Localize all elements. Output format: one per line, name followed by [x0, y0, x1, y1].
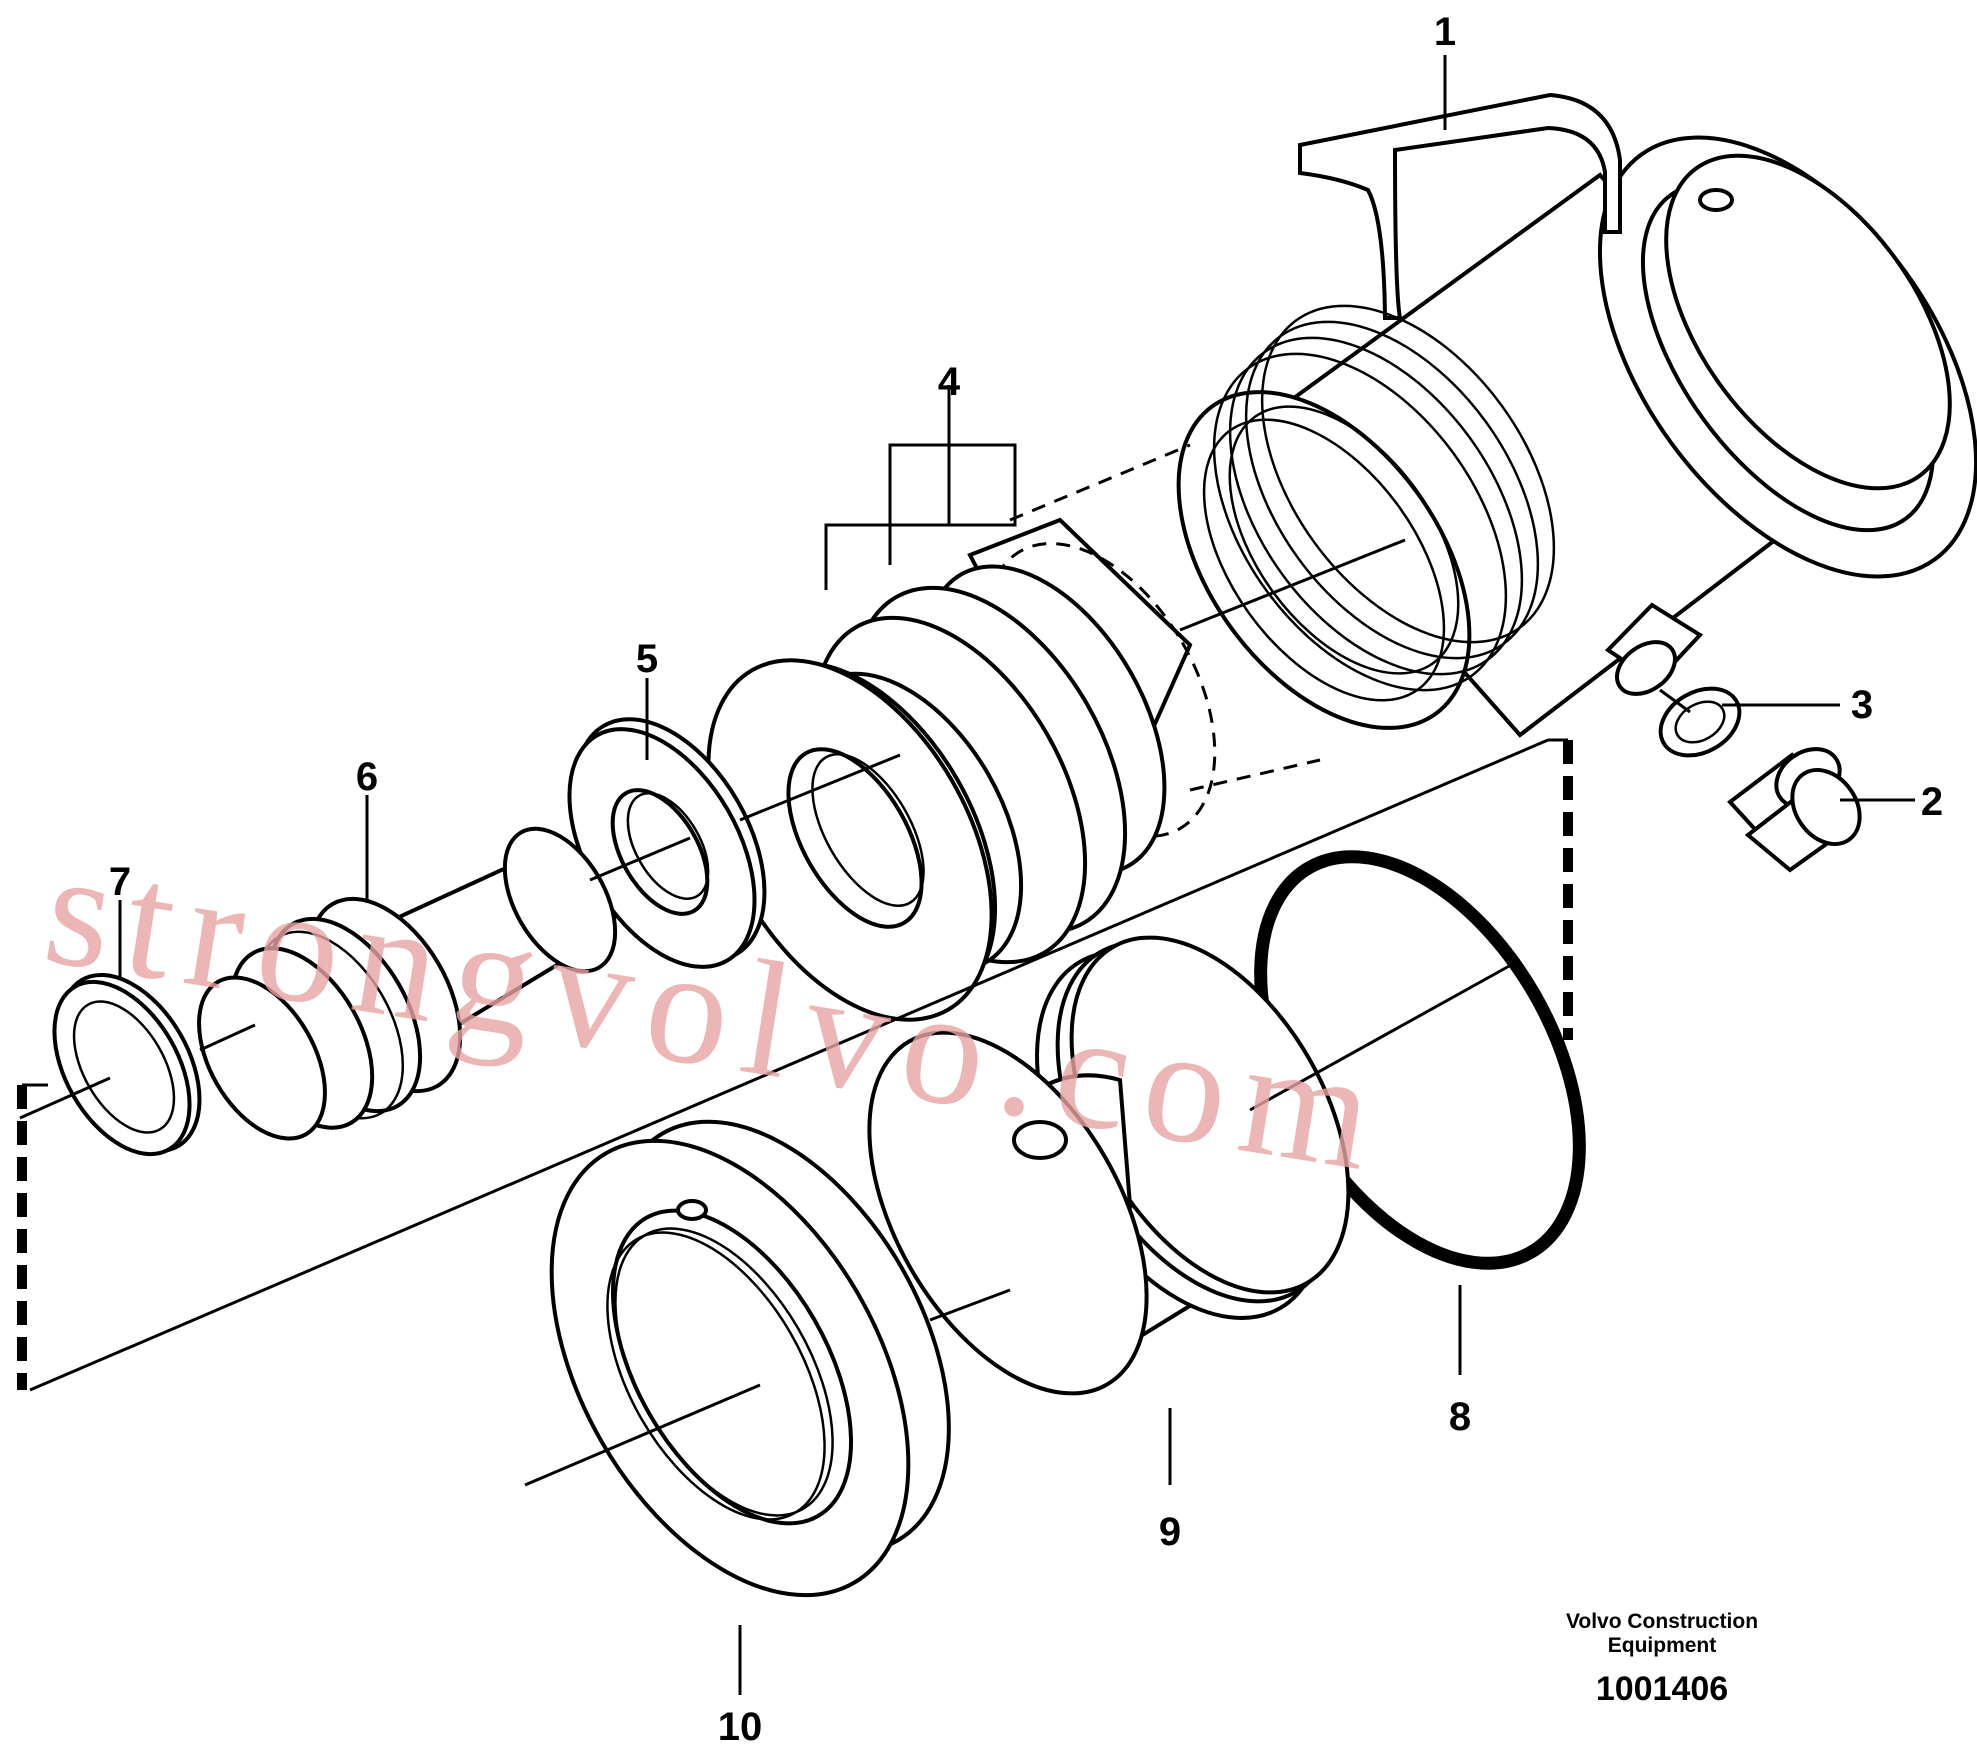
callout-5: 5 — [636, 637, 658, 681]
cylinder-barrel — [1176, 92, 1977, 738]
spacer-sleeve — [197, 826, 618, 1141]
callout-2: 2 — [1921, 780, 1943, 824]
cylinder-head — [867, 935, 1351, 1396]
document-number: 1001406 — [1596, 1670, 1728, 1708]
wiper-ring — [52, 972, 202, 1157]
callout-3: 3 — [1851, 683, 1873, 727]
publisher-line-1: Volvo Construction — [1566, 1610, 1758, 1633]
callout-6: 6 — [356, 755, 378, 799]
gland-nut — [549, 1119, 951, 1598]
leader-lines — [118, 55, 1915, 1695]
callout-9: 9 — [1159, 1510, 1181, 1554]
callout-10: 10 — [718, 1705, 763, 1749]
drain-plug — [1727, 747, 1862, 873]
sealing-washer — [1658, 686, 1742, 758]
assembly-axis-lines — [19, 538, 1691, 1487]
assembly-bracket — [17, 738, 1573, 1390]
callouts: 1 2 3 4 5 6 7 8 9 10 — [109, 10, 1943, 1749]
piston — [706, 443, 1321, 1022]
callout-1: 1 — [1434, 10, 1456, 54]
callout-7: 7 — [109, 860, 131, 904]
callout-4: 4 — [938, 360, 961, 404]
publisher-line-2: Equipment — [1608, 1634, 1717, 1657]
callout-8: 8 — [1449, 1395, 1471, 1439]
